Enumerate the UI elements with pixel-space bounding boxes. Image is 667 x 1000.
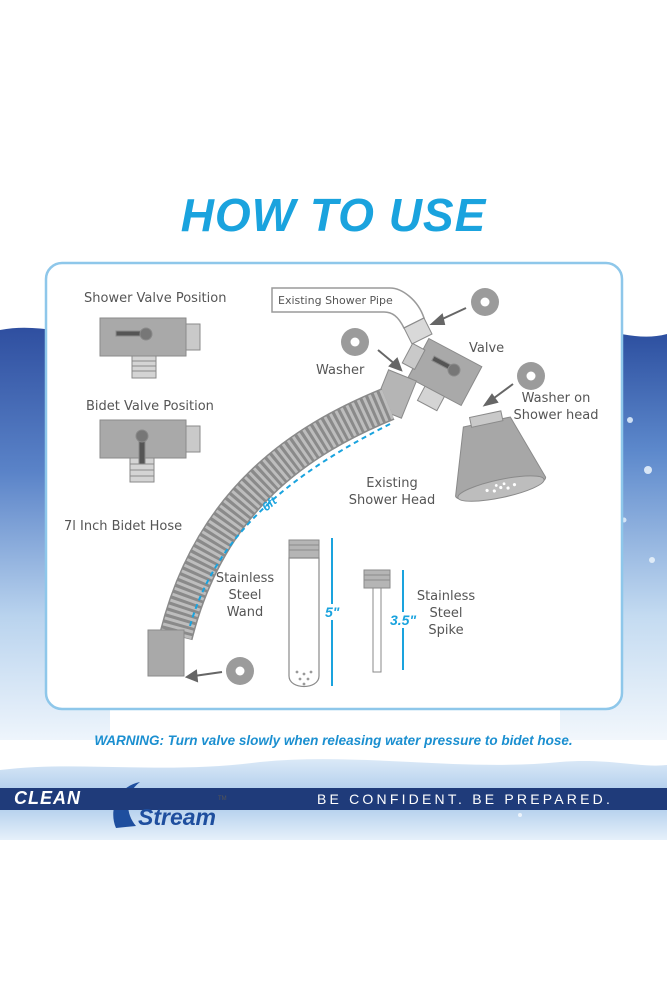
washer-icon [226, 288, 545, 685]
label-washer-on-shower-head: Washer on Shower head [510, 390, 602, 424]
label-valve: Valve [469, 341, 505, 356]
warning-text: WARNING: Turn valve slowly when releasin… [94, 733, 573, 748]
measure-spike-length: 3.5" [389, 612, 418, 628]
label-shower-head-line: Shower head [513, 408, 599, 423]
brand-logo-tm: TM [218, 796, 227, 802]
bidet-valve-icon [99, 419, 201, 483]
brand-logo-stream: Stream [138, 804, 216, 830]
brand-banner [0, 788, 667, 810]
label-washer-on-line: Washer on [521, 391, 591, 406]
valve-icon [401, 337, 483, 412]
label-bidet-valve-position: Bidet Valve Position [86, 399, 214, 414]
label-stainless-steel-wand: Stainless Steel Wand [212, 570, 278, 621]
brand-tagline: BE CONFIDENT. BE PREPARED. [316, 791, 614, 807]
shower-head-icon [455, 410, 547, 502]
brand-logo-clean: CLEAN [14, 788, 81, 808]
page-title: HOW TO USE [180, 189, 487, 241]
label-stainless-steel-spike: Stainless Steel Spike [413, 588, 479, 639]
label-washer: Washer [316, 363, 365, 378]
label-bidet-hose: 7l Inch Bidet Hose [64, 519, 183, 534]
label-wand-line-3: Wand [226, 605, 264, 620]
bidet-hose-icon [147, 369, 418, 677]
assembly-arrows [184, 307, 514, 683]
label-spike-line-1: Stainless [416, 589, 476, 604]
measure-wand-length: 5" [324, 604, 341, 620]
label-spike-line-2: Steel [429, 606, 463, 621]
label-existing-shower-head: Existing Shower Head [342, 475, 442, 509]
label-wand-line-2: Steel [228, 588, 262, 603]
label-spike-line-3: Spike [428, 623, 464, 638]
label-shower-head-2-line: Shower Head [348, 493, 436, 508]
shower-valve-icon [99, 317, 201, 379]
label-existing-shower-pipe: Existing Shower Pipe [278, 294, 393, 307]
label-existing-line: Existing [366, 476, 418, 491]
label-wand-line-1: Stainless [215, 571, 275, 586]
label-shower-valve-position: Shower Valve Position [84, 291, 227, 306]
shower-pipe-icon [271, 287, 433, 345]
